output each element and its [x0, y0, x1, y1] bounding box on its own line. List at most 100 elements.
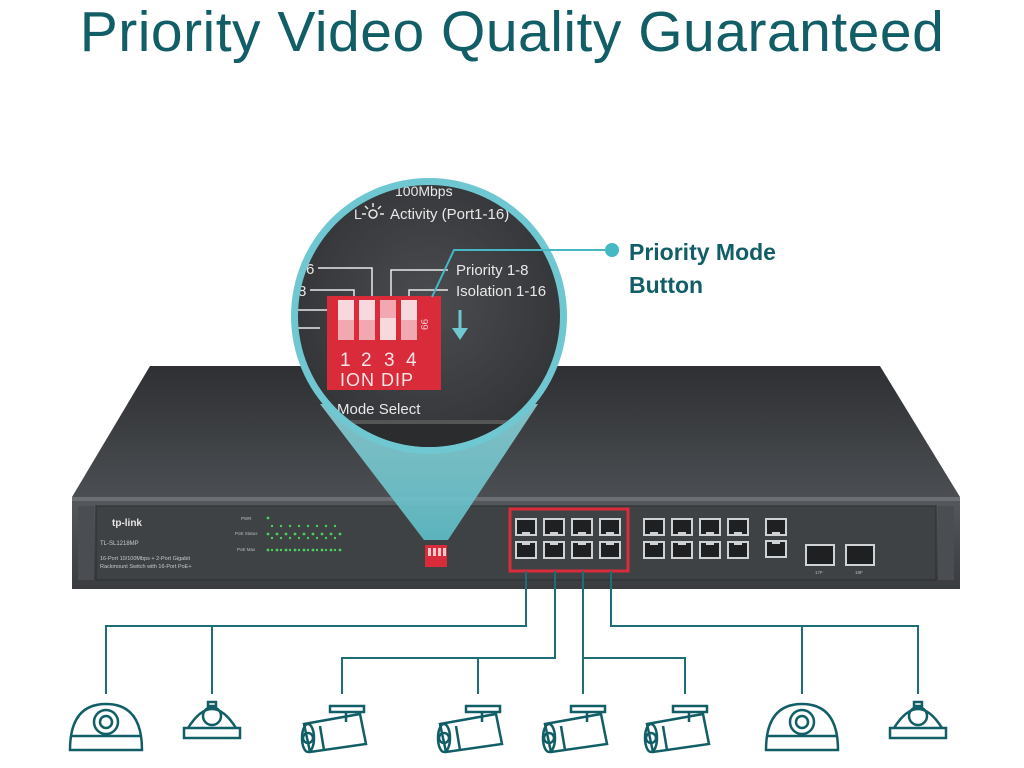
status-led — [311, 532, 315, 536]
dome-flat-camera-icon — [888, 700, 948, 740]
status-led — [266, 532, 270, 536]
port-2[interactable] — [515, 541, 537, 559]
switch-description-1: 16-Port 10/100Mbps + 2-Port Gigabit — [100, 556, 191, 562]
status-led — [302, 548, 306, 552]
status-led — [288, 548, 292, 552]
status-led — [297, 524, 301, 528]
status-led — [320, 548, 324, 552]
port-18[interactable] — [765, 540, 787, 558]
callout-dot — [605, 243, 619, 257]
bullet-camera-icon — [436, 704, 504, 754]
bullet-camera-icon — [300, 704, 368, 754]
status-led — [333, 548, 337, 552]
status-led — [279, 536, 283, 540]
port-12[interactable] — [671, 541, 693, 559]
zoom-mode-select-label: Mode Select — [337, 401, 421, 418]
zoom-speed-label: 100Mbps — [395, 183, 453, 199]
led-label-poe-status: PoE Status — [235, 531, 258, 536]
status-led — [297, 536, 301, 540]
status-led — [324, 524, 328, 528]
port-3[interactable] — [543, 518, 565, 536]
switch-brand: tp-link — [112, 518, 142, 529]
switch-model: TL-SL1218MP — [100, 541, 139, 547]
zoom-dip-number-1: 1 — [340, 350, 351, 371]
zoom-dip-number-3: 3 — [384, 350, 395, 371]
port-5[interactable] — [571, 518, 593, 536]
headline: Priority Video Quality Guaranteed — [79, 0, 945, 64]
zoom-side-mark-6: 6 — [306, 261, 314, 278]
status-led — [311, 548, 315, 552]
sfp-port-18f[interactable] — [845, 544, 875, 566]
switch-description-2: Rackmount Switch with 16-Port PoE+ — [100, 564, 192, 570]
status-led — [293, 532, 297, 536]
status-led — [324, 548, 328, 552]
port-16[interactable] — [727, 541, 749, 559]
zoom-side-mark-8: 8 — [298, 283, 306, 300]
sfp-port-17f[interactable] — [805, 544, 835, 566]
dome-camera-icon — [68, 702, 144, 752]
port-11[interactable] — [671, 518, 693, 536]
status-led — [329, 532, 333, 536]
camera-cables — [105, 571, 919, 694]
status-leds — [266, 516, 342, 552]
bullet-camera-icon — [541, 704, 609, 754]
port-4[interactable] — [543, 541, 565, 559]
status-led — [306, 524, 310, 528]
svg-text:L: L — [354, 206, 362, 222]
callout-line-1: Priority Mode — [629, 239, 776, 265]
zoom-priority-label: Priority 1-8 — [456, 262, 529, 279]
port-17[interactable] — [765, 518, 787, 536]
status-led — [288, 536, 292, 540]
status-led — [284, 532, 288, 536]
status-led — [270, 524, 274, 528]
port-6[interactable] — [571, 541, 593, 559]
priority-port-group — [508, 507, 630, 573]
zoom-isolation-label: Isolation 1-16 — [456, 283, 546, 300]
status-led — [338, 532, 342, 536]
cameras — [68, 700, 948, 754]
status-led — [293, 548, 297, 552]
zoom-dip-number-4: 4 — [406, 350, 417, 371]
status-led — [315, 536, 319, 540]
status-led — [306, 548, 310, 552]
status-led — [338, 548, 342, 552]
port-9[interactable] — [643, 518, 665, 536]
dome-camera-icon — [764, 702, 840, 752]
port-14[interactable] — [699, 541, 721, 559]
port-7[interactable] — [599, 518, 621, 536]
port-1[interactable] — [515, 518, 537, 536]
status-led — [320, 532, 324, 536]
status-led — [333, 536, 337, 540]
zoom-dip-text: ION DIP — [340, 370, 414, 390]
status-led — [333, 524, 337, 528]
status-led — [266, 516, 270, 520]
port-15[interactable] — [727, 518, 749, 536]
priority-mode-callout: Priority Mode Button — [629, 236, 849, 302]
led-label-poe-max: PoE Max — [237, 547, 256, 552]
arrow-down-icon — [452, 310, 468, 340]
status-led — [279, 524, 283, 528]
callout-line-2: Button — [629, 272, 704, 298]
activity-icon — [362, 203, 384, 219]
port-10[interactable] — [643, 541, 665, 559]
zoom-lens: 100Mbps L Activity (Port1-16) 6 8 Priori… — [298, 183, 560, 447]
dome-flat-camera-icon — [182, 700, 242, 740]
callout-line — [431, 249, 610, 298]
status-led — [315, 548, 319, 552]
status-led — [270, 548, 274, 552]
status-led — [270, 536, 274, 540]
status-led — [302, 532, 306, 536]
status-led — [306, 536, 310, 540]
port-13[interactable] — [699, 518, 721, 536]
status-led — [297, 548, 301, 552]
sfp-label-17f: 17F — [815, 570, 823, 575]
status-led — [288, 524, 292, 528]
led-label-pwr: PWR — [241, 516, 252, 521]
status-led — [279, 548, 283, 552]
status-led — [329, 548, 333, 552]
port-8[interactable] — [599, 541, 621, 559]
status-led — [324, 536, 328, 540]
status-led — [275, 532, 279, 536]
status-led — [284, 548, 288, 552]
